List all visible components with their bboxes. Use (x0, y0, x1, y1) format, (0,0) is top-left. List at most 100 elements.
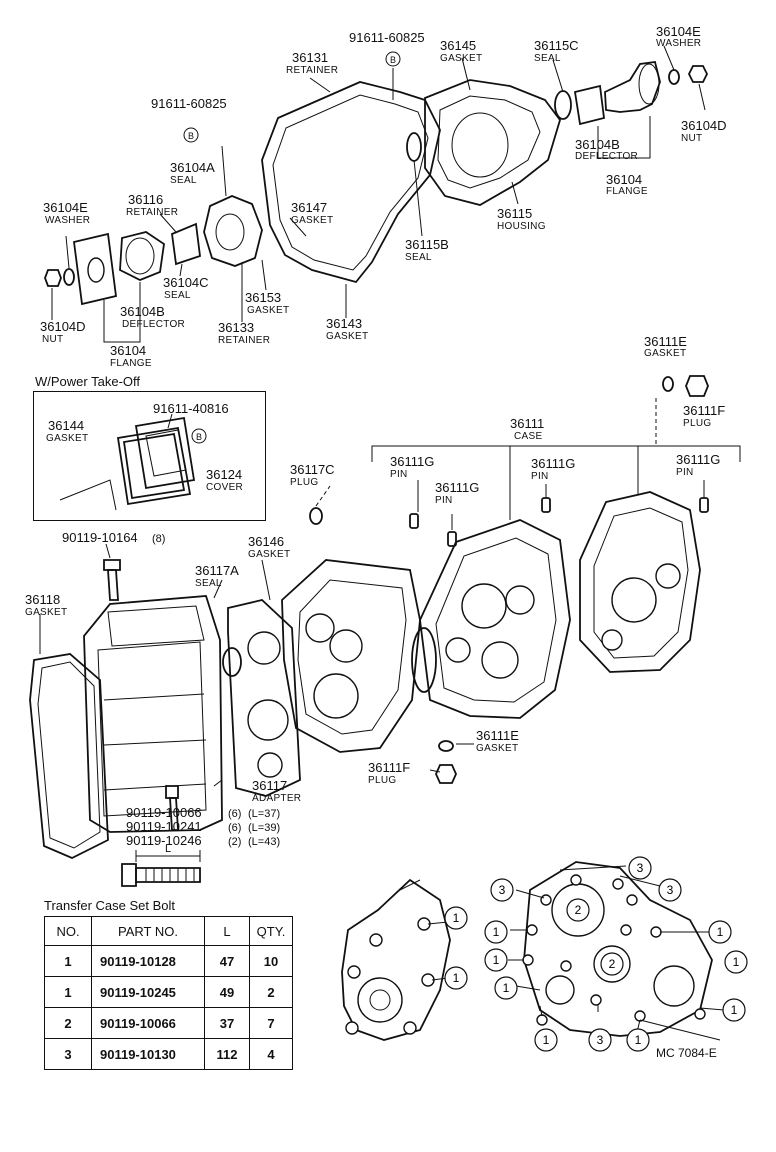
header-no: NO. (44, 916, 92, 946)
cell-part-no: 90119-10130 (91, 1038, 205, 1070)
label-36111E-top-desc: GASKET (644, 348, 686, 359)
label-36104A-num: 36104A (170, 160, 215, 175)
label-90119-10246-qty: (2) (228, 836, 241, 848)
label-36111G-d-num: 36111G (676, 452, 720, 467)
bolt-callout-b-top: B (390, 55, 396, 65)
callout-1: 1 (493, 953, 500, 967)
callout-1: 1 (493, 925, 500, 939)
bolt-location-views (341, 861, 725, 1041)
cell-qty: 4 (249, 1038, 293, 1070)
label-36116-num: 36116 (128, 192, 163, 207)
label-90119-10241: 90119-10241 (126, 819, 202, 834)
label-90119-10241-len: (L=39) (248, 822, 280, 834)
label-36133-desc: RETAINER (218, 335, 270, 346)
label-36111G-c-desc: PIN (531, 471, 549, 482)
callout-3: 3 (499, 883, 506, 897)
label-36124-desc: COVER (206, 482, 243, 493)
cell-part-no: 90119-10066 (91, 1007, 205, 1039)
part-labels: 36104E WASHER 36104D NUT 36104 FLANGE 36… (25, 24, 727, 848)
label-36131-desc: RETAINER (286, 65, 338, 76)
callout-2: 2 (609, 957, 616, 971)
label-36111G-d-desc: PIN (676, 467, 694, 478)
bolt-table: NO. PART NO. L QTY. 1 90119-10128 47 10 … (44, 916, 293, 1070)
label-36104B-left-desc: DEFLECTOR (122, 319, 185, 330)
label-36104E-left-desc: WASHER (45, 215, 90, 226)
label-36111F-top-num: 36111F (683, 403, 725, 418)
label-36111E-top-num: 36111E (644, 334, 687, 349)
label-36111-num: 36111 (510, 416, 544, 431)
header-length: L (204, 916, 250, 946)
table-row: 1 90119-10128 47 10 (44, 945, 293, 977)
label-36111G-a-desc: PIN (390, 469, 408, 480)
label-36115C-num: 36115C (534, 38, 579, 53)
cell-no: 2 (44, 1007, 92, 1039)
bolt-callout-b-pto: B (196, 432, 202, 442)
callout-3: 3 (597, 1033, 604, 1047)
label-36104E-top-desc: WASHER (656, 38, 701, 49)
figure-code: MC 7084-E (656, 1046, 717, 1060)
label-36146-desc: GASKET (248, 549, 290, 560)
table-row: 3 90119-10130 112 4 (44, 1038, 293, 1070)
label-36117A-desc: SEAL (195, 578, 222, 589)
callout-3: 3 (667, 883, 674, 897)
label-90119-10164-qty: (8) (152, 533, 165, 545)
label-36117A-num: 36117A (195, 563, 239, 578)
label-36131-num: 36131 (292, 50, 328, 65)
pto-inset-title: W/Power Take-Off (35, 374, 140, 389)
label-36104C-desc: SEAL (164, 290, 191, 301)
label-36104-left-num: 36104 (110, 343, 146, 358)
label-36115C-desc: SEAL (534, 53, 561, 64)
transfer-case-assembly (29, 375, 741, 859)
callout-1: 1 (635, 1033, 642, 1047)
label-36111-desc: CASE (514, 431, 542, 442)
header-qty: QTY. (249, 916, 293, 946)
label-36115B-num: 36115B (405, 237, 449, 252)
label-36118-num: 36118 (25, 592, 60, 607)
label-36111E-bot-desc: GASKET (476, 743, 518, 754)
label-91611-40816: 91611-40816 (153, 401, 229, 416)
label-36104-top-desc: FLANGE (606, 186, 648, 197)
label-90119-10066-qty: (6) (228, 808, 241, 820)
label-36104B-top-num: 36104B (575, 137, 620, 152)
label-36117-num: 36117 (252, 778, 287, 793)
label-36144-desc: GASKET (46, 433, 88, 444)
label-36104E-top-num: 36104E (656, 24, 701, 39)
callout-1: 1 (503, 981, 510, 995)
label-36111G-c-num: 36111G (531, 456, 575, 471)
cell-part-no: 90119-10128 (91, 945, 205, 977)
label-36111F-bot-desc: PLUG (368, 775, 396, 786)
label-90119-10246-len: (L=43) (248, 836, 280, 848)
label-90119-10246: 90119-10246 (126, 833, 202, 848)
label-36104-top-num: 36104 (606, 172, 642, 187)
label-36145-num: 36145 (440, 38, 476, 53)
label-36104D-top-num: 36104D (681, 118, 727, 133)
label-36116-desc: RETAINER (126, 207, 178, 218)
bolt-callout-b-left: B (188, 131, 194, 141)
cell-length: 47 (204, 945, 250, 977)
label-36143-num: 36143 (326, 316, 362, 331)
label-36111G-a-num: 36111G (390, 454, 434, 469)
label-90119-10066: 90119-10066 (126, 805, 202, 820)
front-output-assembly: B B (44, 45, 709, 343)
label-91611-60825-top: 91611-60825 (349, 30, 425, 45)
label-36117C-desc: PLUG (290, 477, 318, 488)
callout-1: 1 (543, 1033, 550, 1047)
label-36145-desc: GASKET (440, 53, 482, 64)
label-36111G-b-num: 36111G (435, 480, 479, 495)
label-36153-desc: GASKET (247, 305, 289, 316)
callout-1: 1 (453, 971, 460, 985)
pto-inset-frame (33, 391, 266, 521)
cell-length: 112 (204, 1038, 250, 1070)
cell-length: 49 (204, 976, 250, 1008)
label-36104B-left-num: 36104B (120, 304, 165, 319)
label-90119-10241-qty: (6) (228, 822, 241, 834)
label-36144-num: 36144 (48, 418, 84, 433)
pto-cover-drawing (59, 413, 196, 511)
label-36111G-b-desc: PIN (435, 495, 453, 506)
table-row: 1 90119-10245 49 2 (44, 976, 293, 1008)
label-36104C-num: 36104C (163, 275, 209, 290)
label-36104B-top-desc: DEFLECTOR (575, 151, 638, 162)
length-marker: L (165, 843, 171, 855)
label-36104D-left-num: 36104D (40, 319, 86, 334)
